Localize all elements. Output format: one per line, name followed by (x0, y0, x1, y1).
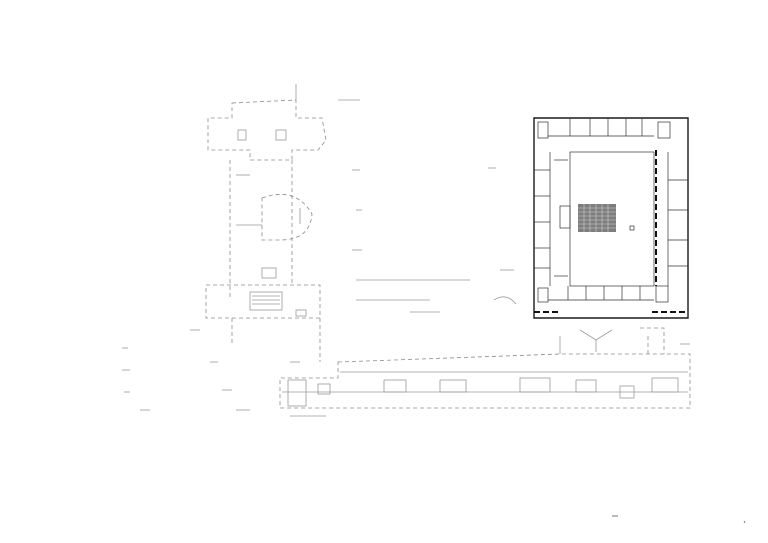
courtyard-hatch-area (578, 204, 635, 232)
new-building-courtyard-block (533, 117, 689, 319)
existing-scatter-lines (122, 167, 517, 411)
corner-marks (612, 515, 746, 524)
existing-building-south-range (279, 327, 691, 417)
existing-building-west-wing (205, 84, 360, 362)
